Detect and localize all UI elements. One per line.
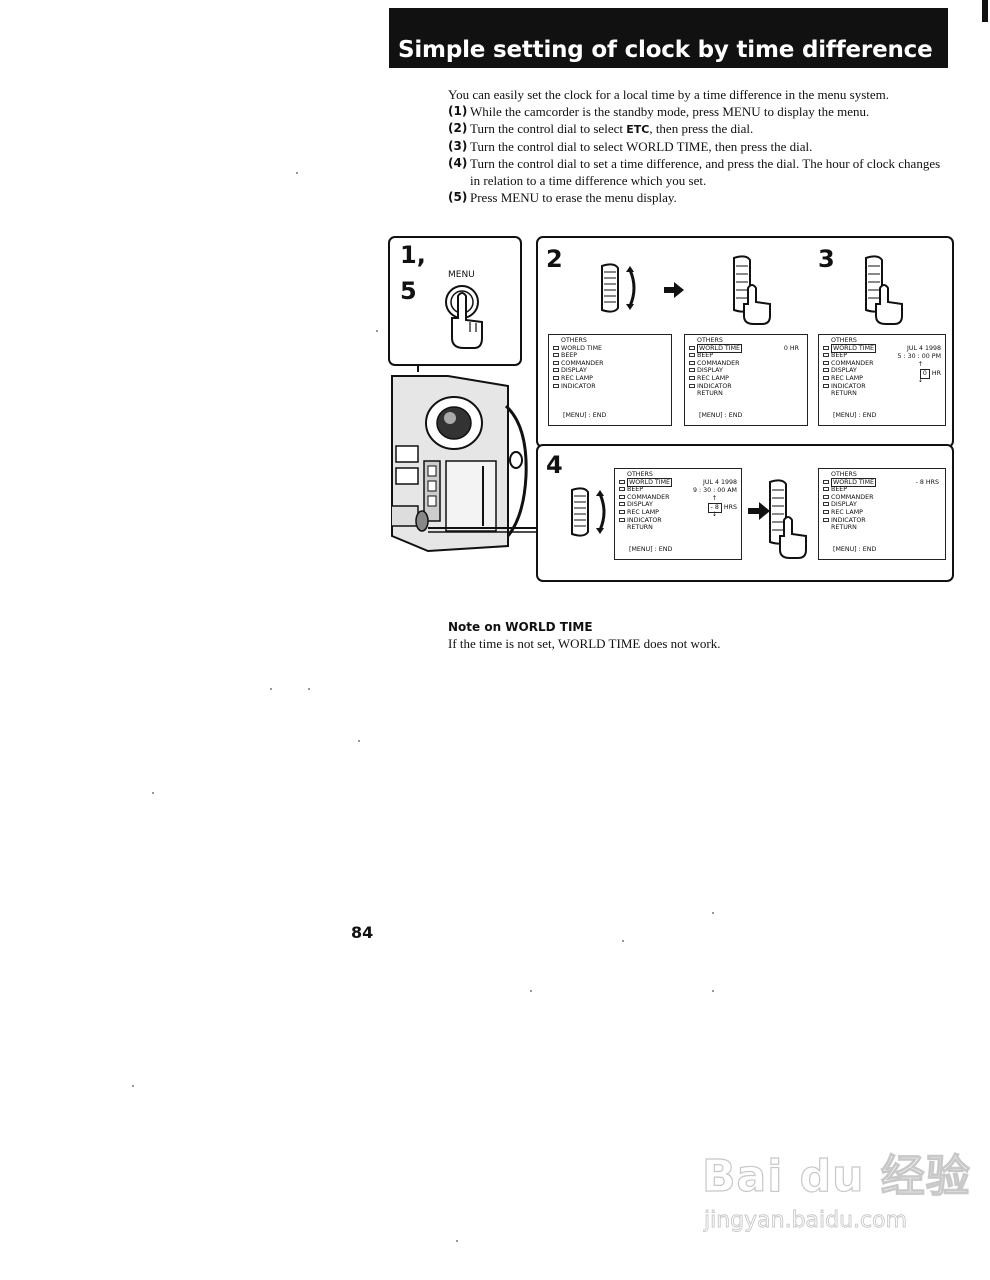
step-label-2: 2: [546, 245, 563, 273]
instructions: You can easily set the clock for a local…: [448, 86, 948, 206]
etc-label: ETC: [626, 123, 650, 136]
up-arrow-icon: ↑: [917, 361, 923, 368]
etc-icon: [619, 509, 625, 514]
beep-icon: [553, 353, 559, 358]
control-dial-press-icon-2: [865, 255, 903, 325]
world-time-icon: [553, 345, 559, 350]
display-icon: [689, 368, 695, 373]
panel-step-2-3: 2 3 OTHERS: [536, 236, 954, 448]
panel-step-4: 4 OTHERS WORLD TIME BEEP COMMANDER DISPL…: [536, 444, 954, 582]
indicator-icon: [823, 383, 829, 388]
commander-icon: [553, 360, 559, 365]
beep-icon: [619, 487, 625, 492]
etc-icon: [689, 375, 695, 380]
up-arrow-icon: ↑: [711, 495, 717, 502]
step-label-1: 1,: [400, 241, 426, 269]
step-2: (2)Turn the control dial to select ETC, …: [448, 121, 754, 136]
step-5: (5)Press MENU to erase the menu display.: [448, 190, 677, 205]
baidu-watermark-url: jingyan.baidu.com: [704, 1208, 908, 1234]
beep-icon: [823, 353, 829, 358]
scan-speck: [530, 990, 532, 992]
commander-icon: [823, 360, 829, 365]
display-icon: [823, 502, 829, 507]
indicator-icon: [689, 383, 695, 388]
control-dial-press-icon-3: [769, 479, 807, 559]
camcorder-illustration: [391, 375, 528, 553]
control-dial-turn-icon: [601, 263, 636, 313]
control-dial-turn-icon-2: [571, 487, 606, 537]
scan-speck: [622, 940, 624, 942]
scan-speck: [712, 912, 714, 914]
commander-icon: [619, 494, 625, 499]
beep-icon: [823, 487, 829, 492]
commander-icon: [823, 494, 829, 499]
indicator-icon: [823, 517, 829, 522]
arrow-right-icon: [664, 282, 684, 298]
display-icon: [619, 502, 625, 507]
arrow-right-icon-2: [748, 502, 770, 520]
step-label-3: 3: [818, 245, 835, 273]
page-edge-tab: [982, 0, 988, 22]
control-dial-press-icon: [733, 255, 771, 325]
beep-icon: [689, 353, 695, 358]
display-icon: [823, 368, 829, 373]
scan-speck: [152, 792, 154, 794]
note-body: If the time is not set, WORLD TIME does …: [448, 636, 721, 651]
intro-text: You can easily set the clock for a local…: [448, 87, 890, 102]
etc-icon: [553, 375, 559, 380]
scan-speck: [358, 740, 360, 742]
menu-button-press-icon: [445, 285, 483, 349]
menu-button-label: MENU: [448, 270, 475, 280]
scan-speck: [456, 1240, 458, 1242]
step-label-4: 4: [546, 451, 563, 479]
indicator-icon: [619, 517, 625, 522]
scan-speck: [712, 990, 714, 992]
page-number: 84: [351, 923, 374, 942]
return-icon: [553, 383, 559, 388]
step-label-5: 5: [400, 277, 417, 305]
scan-speck: [308, 688, 310, 690]
etc-icon: [823, 509, 829, 514]
procedure-diagram: 1, 5 MENU 2 3: [388, 236, 954, 586]
scan-speck: [376, 330, 378, 332]
note-heading: Note on WORLD TIME: [448, 620, 593, 634]
scan-speck: [296, 172, 298, 174]
display-icon: [553, 368, 559, 373]
page-title: Simple setting of clock by time differen…: [389, 8, 948, 68]
down-arrow-icon: ↓: [711, 511, 717, 518]
world-time-icon: [619, 479, 625, 484]
step-3: (3)Turn the control dial to select WORLD…: [448, 139, 813, 154]
etc-icon: [823, 375, 829, 380]
world-time-icon: [689, 345, 695, 350]
commander-icon: [689, 360, 695, 365]
menu-screen-e: OTHERS WORLD TIME BEEP COMMANDER DISPLAY…: [818, 468, 946, 560]
step-1: (1)While the camcorder is the standby mo…: [448, 104, 870, 119]
menu-screen-b: OTHERS WORLD TIME BEEP COMMANDER DISPLAY…: [684, 334, 808, 426]
panel-step-1-5: 1, 5 MENU: [388, 236, 522, 366]
down-arrow-icon: ↓: [917, 377, 923, 384]
menu-screen-a: OTHERS WORLD TIME BEEP COMMANDER DISPLAY…: [548, 334, 672, 426]
menu-screen-c: OTHERS WORLD TIME BEEP COMMANDER DISPLAY…: [818, 334, 946, 426]
scan-speck: [270, 688, 272, 690]
step-4: (4)Turn the control dial to set a time d…: [448, 156, 941, 188]
baidu-watermark-logo: Bai du 经验: [701, 1150, 971, 1202]
connector-lines: [417, 366, 538, 533]
menu-screen-d: OTHERS WORLD TIME BEEP COMMANDER DISPLAY…: [614, 468, 742, 560]
scan-speck: [132, 1085, 134, 1087]
world-time-icon: [823, 345, 829, 350]
world-time-icon: [823, 479, 829, 484]
